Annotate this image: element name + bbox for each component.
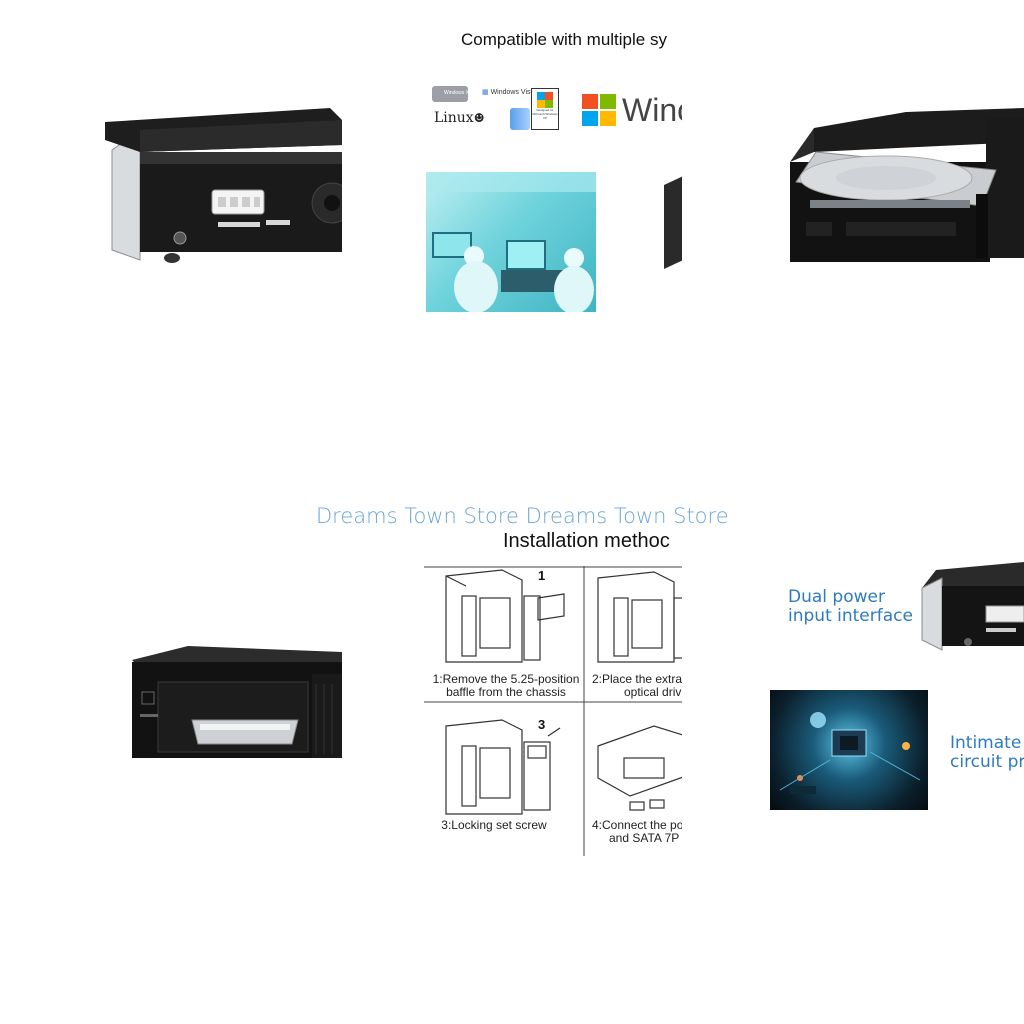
linux-logo: Linux☻ xyxy=(434,110,484,126)
step3-number: 3 xyxy=(538,717,546,732)
store-watermark: Dreams Town Store Dreams Town Store xyxy=(316,504,729,528)
step1-caption-line1: 1:Remove the 5.25-position xyxy=(432,672,580,686)
feature-dual-power-line1: Dual power xyxy=(788,587,885,607)
feature-circuit-line1: Intimate s xyxy=(950,733,1024,753)
tux-icon: ☻ xyxy=(473,111,485,125)
windows-vista-logo-text: Windows Vista xyxy=(490,89,537,96)
step1-caption-line2: baffle from the chassis xyxy=(446,685,566,699)
installation-panel: Installation methoc 1 1:Remove the 5.25-… xyxy=(424,526,682,856)
step1-number: 1 xyxy=(538,568,546,583)
tablet-partial-image xyxy=(664,171,682,269)
windows-wordmark: Winc xyxy=(622,92,682,128)
circuit-board-photo xyxy=(770,690,928,810)
installation-grid xyxy=(424,566,682,856)
step2-caption-line2: optical driv xyxy=(624,685,682,699)
windows-vista-logo: ▦ Windows Vista xyxy=(482,88,536,96)
designed-for-text: Designed for Microsoft Windows XP xyxy=(532,108,558,120)
windows-xp-logo: Windows XP xyxy=(432,86,472,102)
product-photo-dual-power xyxy=(916,558,1024,654)
windows-logo-large xyxy=(582,94,622,130)
step3-caption-line1: 3:Locking set screw xyxy=(441,818,547,832)
windows-xp-logo-text: Windows XP xyxy=(444,90,473,96)
windows-flag-icon xyxy=(537,92,553,108)
step4-caption-line1: 4:Connect the po xyxy=(592,818,682,832)
installation-heading: Installation methoc xyxy=(503,530,670,552)
compatibility-heading: Compatible with multiple sy xyxy=(461,30,667,49)
product-photo-hdd-inserted xyxy=(786,82,1024,266)
linux-logo-text: Linux xyxy=(434,110,474,126)
step2-caption-line1: 2:Place the extra xyxy=(592,672,682,686)
product-photo-front xyxy=(128,644,342,758)
product-photo-rear xyxy=(100,100,353,270)
step3-illustration xyxy=(445,719,561,815)
step2-illustration xyxy=(597,571,682,663)
feature-circuit-line2: circuit pro xyxy=(950,752,1024,772)
feature-dual-power-line2: input interface xyxy=(788,606,913,626)
step4-illustration xyxy=(597,725,682,811)
vista-flag-icon: ▦ xyxy=(482,89,489,96)
cleanroom-photo xyxy=(426,172,596,314)
step1-illustration xyxy=(445,569,565,663)
step4-caption-line2: and SATA 7P xyxy=(609,831,680,845)
os-logos-group: Windows XP ▦ Windows Vista Linux☻ xyxy=(432,86,562,134)
mac-finder-icon xyxy=(510,108,530,130)
compatibility-panel: Compatible with multiple sy Windows XP ▦… xyxy=(424,0,682,320)
designed-for-windows-badge: Designed for Microsoft Windows XP xyxy=(531,88,559,130)
